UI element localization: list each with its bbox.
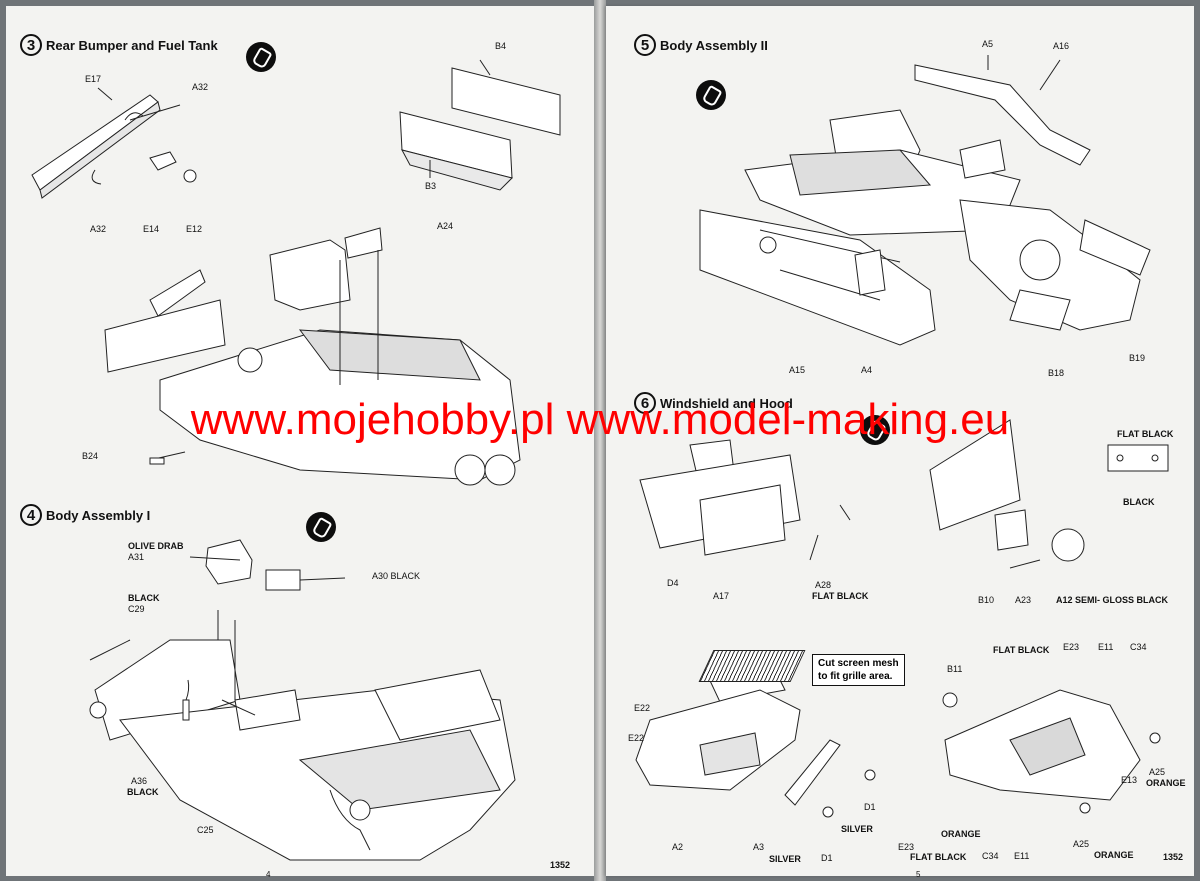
- cement-glue-icon: [246, 42, 276, 72]
- part-label: A17: [713, 591, 730, 601]
- cement-glue-icon: [696, 80, 726, 110]
- part-label: B4: [495, 41, 507, 51]
- part-label: E23: [898, 842, 915, 852]
- chassis-rear-drawing: [105, 228, 520, 485]
- note-line: to fit grille area.: [818, 671, 893, 682]
- paint-label: OLIVE DRAB: [128, 541, 184, 551]
- part-label: B19: [1129, 353, 1146, 363]
- cement-glue-icon: [860, 415, 890, 445]
- part-label: E11: [1014, 851, 1030, 861]
- paint-label: SILVER: [841, 824, 873, 834]
- body-assembly-two-drawing: [700, 55, 1150, 345]
- part-label: E12: [186, 224, 203, 234]
- note-line: Cut screen mesh: [818, 658, 899, 669]
- instruction-note: Cut screen mesh to fit grille area.: [812, 654, 905, 686]
- part-label: C25: [197, 825, 214, 835]
- kit-code: 1352: [550, 860, 571, 870]
- part-label: B3: [425, 181, 437, 191]
- part-label: E13: [1121, 775, 1138, 785]
- step-6-header: 6 Windshield and Hood: [634, 392, 793, 414]
- part-label: A16: [1053, 41, 1070, 51]
- part-label: A28: [815, 580, 832, 590]
- part-label: A5: [982, 39, 994, 49]
- part-label: A30 BLACK: [372, 571, 421, 581]
- part-label: E17: [85, 74, 102, 84]
- paint-label: FLAT BLACK: [812, 591, 869, 601]
- step-title: Rear Bumper and Fuel Tank: [46, 37, 218, 53]
- paint-label: FLAT BLACK: [993, 645, 1050, 655]
- rear-bumper-drawing: [32, 88, 196, 198]
- part-label: A2: [672, 842, 684, 852]
- paint-label: BLACK: [127, 787, 159, 797]
- part-label: A3: [753, 842, 765, 852]
- body-assembly-one-drawing: [90, 540, 515, 860]
- part-label: A23: [1015, 595, 1032, 605]
- paint-label: ORANGE: [1146, 778, 1186, 788]
- part-label: A36: [131, 776, 148, 786]
- part-label: A25: [1073, 839, 1090, 849]
- paint-label: A12 SEMI- GLOSS BLACK: [1056, 595, 1169, 605]
- part-label: A25: [1149, 767, 1166, 777]
- part-label: E11: [1098, 642, 1114, 652]
- website-watermark: www.mojehobby.pl www.model-making.eu: [190, 395, 1010, 444]
- part-label: D4: [667, 578, 679, 588]
- part-label: B10: [978, 595, 995, 605]
- part-label: E22: [628, 733, 645, 743]
- step-number: 6: [634, 392, 656, 414]
- kit-code: 1352: [1163, 852, 1184, 862]
- fuel-tank-drawing: [400, 60, 560, 190]
- book-gutter: [594, 0, 606, 881]
- step-5-header: 5 Body Assembly II: [634, 34, 768, 56]
- paint-label: FLAT BLACK: [1117, 429, 1174, 439]
- part-label: C29: [128, 604, 145, 614]
- windshield-hood-drawing: [636, 420, 1168, 817]
- part-label: A15: [789, 365, 806, 375]
- part-label: B11: [947, 664, 963, 674]
- step-number: 4: [20, 504, 42, 526]
- part-label: A4: [861, 365, 873, 375]
- part-label: C34: [982, 851, 999, 861]
- step-title: Body Assembly II: [660, 37, 768, 53]
- part-label: A32: [90, 224, 107, 234]
- part-label: A24: [437, 221, 454, 231]
- part-label: C34: [1130, 642, 1147, 652]
- cement-glue-icon: [306, 512, 336, 542]
- part-label: E22: [634, 703, 651, 713]
- step-number: 3: [20, 34, 42, 56]
- paint-label: FLAT BLACK: [910, 852, 967, 862]
- step-number: 5: [634, 34, 656, 56]
- page-number: 5: [916, 870, 921, 879]
- step-4-header: 4 Body Assembly I: [20, 504, 150, 526]
- step-title: Body Assembly I: [46, 507, 151, 523]
- paint-label: BLACK: [1123, 497, 1155, 507]
- part-label: B24: [82, 451, 99, 461]
- part-label: D1: [864, 802, 876, 812]
- step-3-header: 3 Rear Bumper and Fuel Tank: [20, 34, 218, 56]
- part-label: A32: [192, 82, 209, 92]
- paint-label: BLACK: [128, 593, 160, 603]
- paint-label: SILVER: [769, 854, 801, 864]
- part-label: A31: [128, 552, 145, 562]
- screen-mesh-swatch: [698, 650, 806, 682]
- part-label: D1: [821, 853, 833, 863]
- part-label: E14: [143, 224, 160, 234]
- paint-label: ORANGE: [941, 829, 981, 839]
- paint-label: ORANGE: [1094, 850, 1134, 860]
- part-label: E23: [1063, 642, 1080, 652]
- step-title: Windshield and Hood: [660, 395, 793, 411]
- page-number: 4: [266, 870, 271, 879]
- part-label: B18: [1048, 368, 1065, 378]
